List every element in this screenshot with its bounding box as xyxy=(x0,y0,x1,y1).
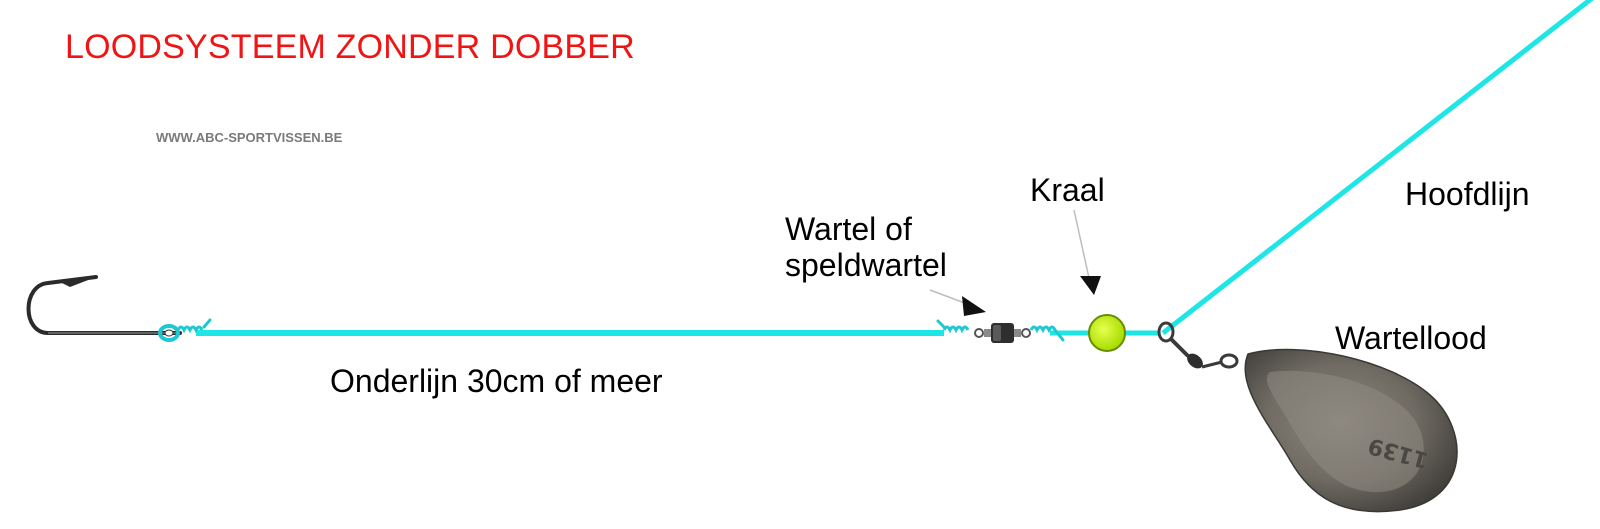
lead-weight-icon: 1139 xyxy=(1244,348,1458,513)
website-url: WWW.ABC-SPORTVISSEN.BE xyxy=(156,130,343,145)
diagram-title: LOODSYSTEEM ZONDER DOBBER xyxy=(65,28,635,66)
label-kraal: Kraal xyxy=(1030,172,1105,208)
label-wartel-line2: speldwartel xyxy=(785,247,947,283)
hook-knot-icon xyxy=(158,318,212,342)
label-hoofdlijn: Hoofdlijn xyxy=(1405,176,1530,212)
bead-icon xyxy=(1088,314,1126,352)
swivel-icon xyxy=(936,319,1065,343)
kraal-pointer xyxy=(1073,209,1101,295)
label-onderlijn: Onderlijn 30cm of meer xyxy=(330,363,663,399)
main-line xyxy=(1161,0,1594,335)
lead-swivel-icon xyxy=(1157,321,1239,369)
wartel-pointer xyxy=(929,289,986,316)
label-wartellood: Wartellood xyxy=(1335,320,1487,356)
label-wartel: Wartel of speldwartel xyxy=(785,211,947,283)
hook-icon xyxy=(26,275,182,335)
label-wartel-line1: Wartel of xyxy=(785,211,912,247)
